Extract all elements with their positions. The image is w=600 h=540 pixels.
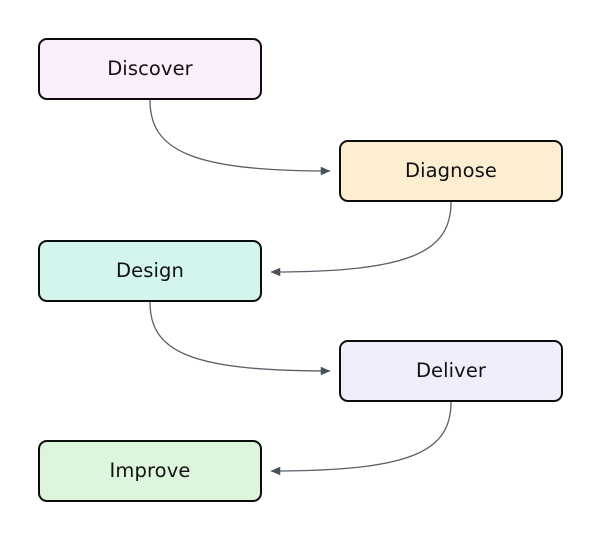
edge-diagnose-to-design [270,201,452,277]
edge-discover-to-diagnose [149,99,331,176]
node-deliver[interactable]: Deliver [339,340,563,402]
node-label-diagnose: Diagnose [404,159,497,183]
node-discover[interactable]: Discover [38,38,262,100]
edge-design-to-deliver [149,301,331,376]
node-label-design: Design [116,259,184,283]
node-label-deliver: Deliver [415,359,487,383]
node-diagnose[interactable]: Diagnose [339,140,563,202]
node-design[interactable]: Design [38,240,262,302]
node-label-discover: Discover [107,57,193,81]
node-label-improve: Improve [109,459,191,483]
edge-deliver-to-improve [270,401,452,476]
edge-paths [149,99,452,476]
node-improve[interactable]: Improve [38,440,262,502]
